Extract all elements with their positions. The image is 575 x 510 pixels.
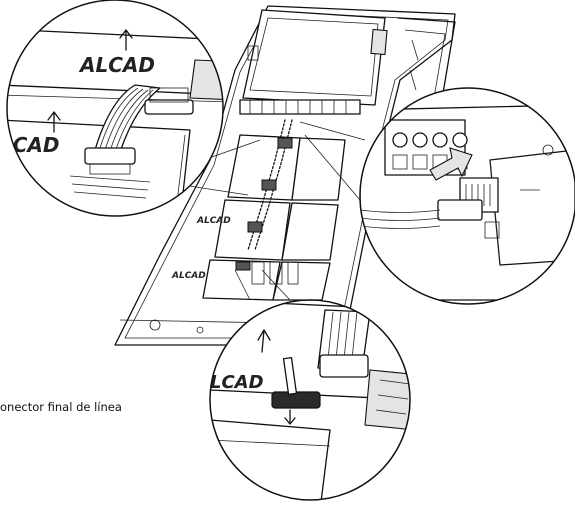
- detail-circle-ribbon: ALCAD LCAD: [0, 0, 224, 217]
- up-arrow-icon: [47, 111, 61, 133]
- end-of-line-connector: [271, 391, 321, 409]
- down-arrow-icon: [284, 409, 296, 425]
- up-arrow-icon: [257, 329, 271, 353]
- intercom-device: ALCAD ALCAD: [114, 5, 456, 346]
- terminal-strip: [239, 99, 361, 115]
- circuit-board: [242, 9, 386, 106]
- brand-label-top: ALCAD: [78, 53, 155, 77]
- up-arrow-icon: [119, 29, 133, 51]
- push-arrow-icon: [429, 147, 473, 181]
- detail-circle-eol: LCAD: [209, 299, 411, 501]
- detail-circle-terminal: [359, 87, 575, 305]
- brand-label-panel-2: ALCAD: [171, 271, 206, 281]
- brand-label-mid: LCAD: [0, 133, 60, 157]
- brand-label-bottom: LCAD: [210, 372, 264, 393]
- connector-caption: onector final de línea: [0, 400, 122, 414]
- brand-label-panel-1: ALCAD: [196, 216, 231, 226]
- ribbon-cables: [235, 119, 293, 271]
